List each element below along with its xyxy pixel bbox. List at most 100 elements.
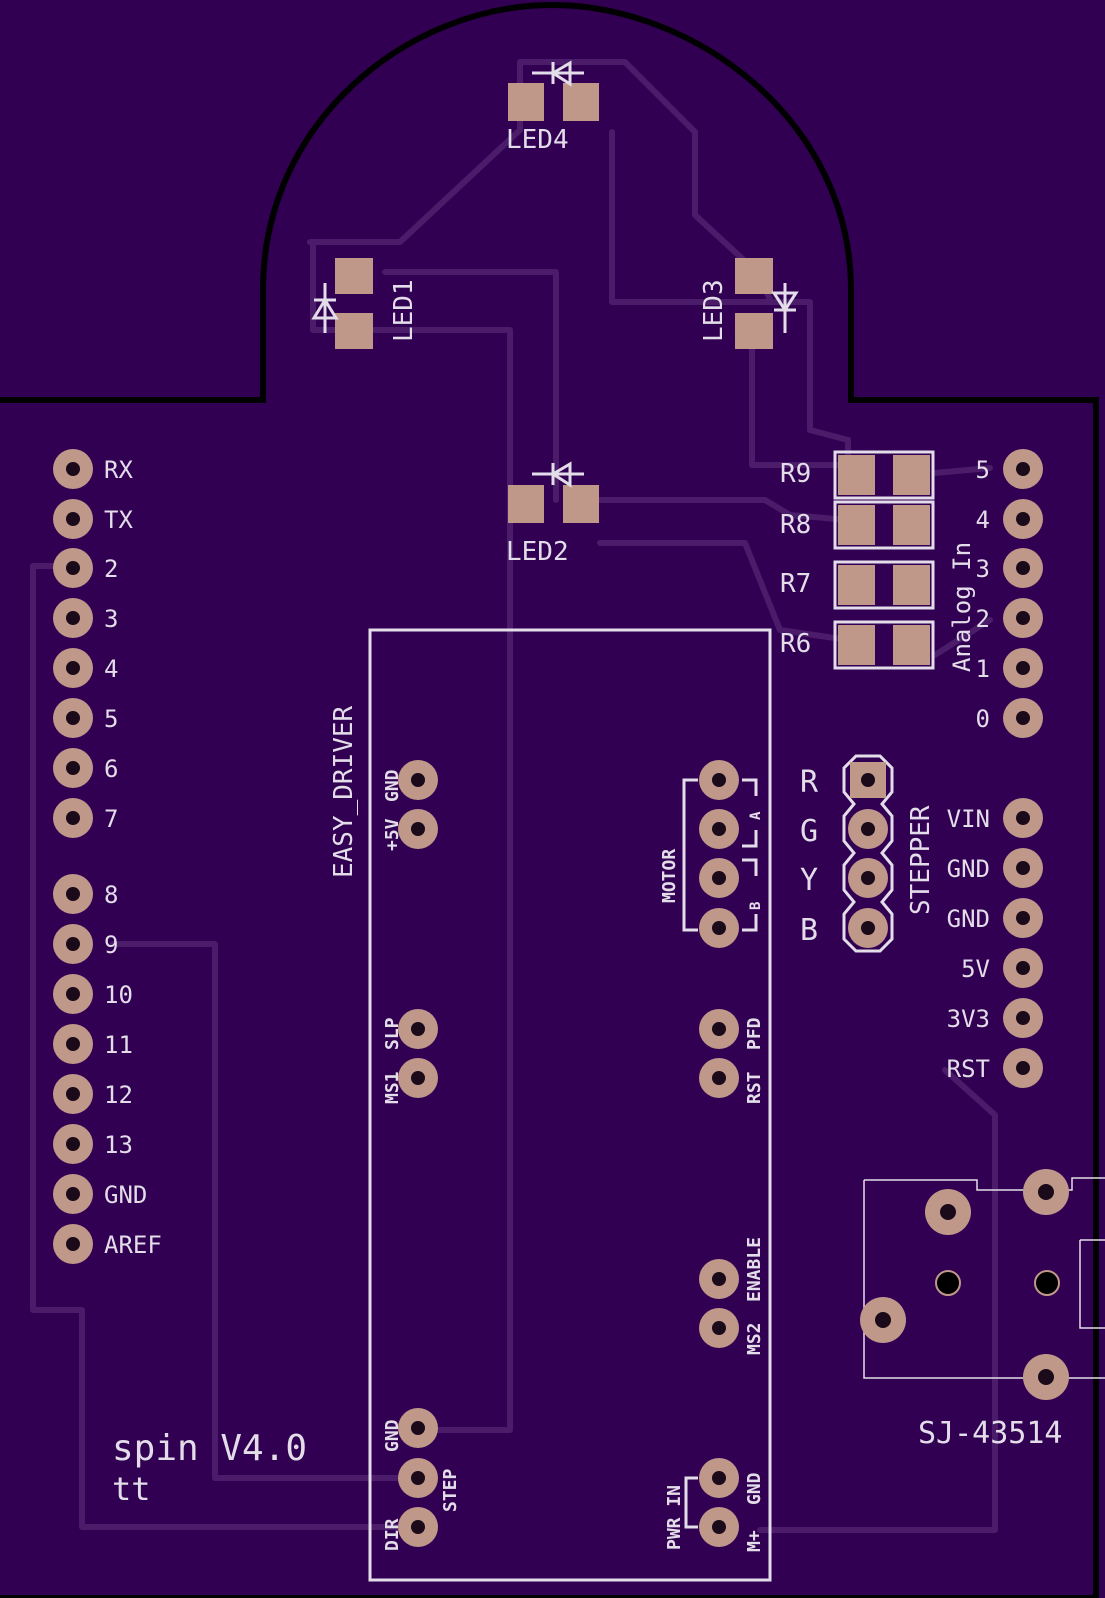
- jack-label: SJ-43514: [918, 1416, 1063, 1451]
- slp-label: SLP: [382, 1017, 403, 1050]
- digital-pin-1-label: TX: [104, 506, 133, 534]
- digital-pin-8-hole: [66, 887, 80, 901]
- resistor-r7: R7: [780, 560, 935, 610]
- board-author: tt: [112, 1470, 151, 1508]
- analog-pin-0-hole: [1016, 462, 1030, 476]
- dir-label: DIR: [382, 1518, 403, 1551]
- stepper-r-label: R: [800, 765, 819, 800]
- power-pin-1-hole: [1016, 861, 1030, 875]
- gnd-label: GND: [382, 769, 403, 802]
- digital-pin-10-label: 10: [104, 981, 133, 1009]
- dc-jack: SJ-43514: [860, 1169, 1105, 1451]
- digital-pin-14-hole: [66, 1187, 80, 1201]
- board-name: spin V4.0: [112, 1428, 307, 1469]
- digital-pin-3-hole: [66, 611, 80, 625]
- digital-pin-0-hole: [66, 462, 80, 476]
- power-pin-2-hole: [1016, 911, 1030, 925]
- copper-traces: [30, 59, 998, 1533]
- digital-pin-1-hole: [66, 512, 80, 526]
- digital-pin-5-hole: [66, 711, 80, 725]
- r7-label: R7: [780, 569, 811, 599]
- power-pin-4-label: 3V3: [947, 1005, 990, 1033]
- led3-label: LED3: [699, 279, 729, 342]
- led4-label: LED4: [506, 125, 569, 155]
- stepper-b-label: B: [800, 913, 818, 948]
- digital-pin-10-hole: [66, 987, 80, 1001]
- power-pin-1-label: GND: [947, 855, 990, 883]
- step-label: STEP: [440, 1468, 461, 1512]
- digital-pin-9-label: 9: [104, 931, 118, 959]
- analog-pin-2-label: 3: [976, 555, 990, 583]
- stepper-connector: R G Y B STEPPER: [800, 754, 936, 953]
- power-pin-5-label: RST: [947, 1055, 990, 1083]
- easy-driver-outline: [368, 628, 772, 1582]
- stepper-g-label: G: [800, 814, 818, 849]
- ms2-label: MS2: [744, 1322, 765, 1355]
- digital-pin-4-hole: [66, 661, 80, 675]
- analog-pin-5-hole: [1016, 711, 1030, 725]
- digital-pin-15-hole: [66, 1237, 80, 1251]
- rst-label: RST: [744, 1071, 765, 1104]
- resistor-r8: R8: [780, 500, 935, 550]
- digital-pin-12-hole: [66, 1087, 80, 1101]
- digital-pin-11-hole: [66, 1037, 80, 1051]
- power-pin-4-hole: [1016, 1011, 1030, 1025]
- easy-driver-module: EASY_DRIVER GND +5V SLP MS1 PFD RST ENAB…: [329, 628, 772, 1582]
- digital-pin-7-hole: [66, 811, 80, 825]
- power-pin-0-hole: [1016, 811, 1030, 825]
- pwr-in-label: PWR IN: [664, 1485, 685, 1550]
- digital-pin-2-hole: [66, 561, 80, 575]
- power-pin-5-hole: [1016, 1061, 1030, 1075]
- digital-pin-0-label: RX: [104, 456, 133, 484]
- led3: LED3: [699, 258, 799, 349]
- led2: LED2: [506, 461, 599, 567]
- pfd-label: PFD: [744, 1017, 765, 1050]
- digital-pin-12-label: 12: [104, 1081, 133, 1109]
- digital-pin-5-label: 5: [104, 705, 118, 733]
- power-pin-3-label: 5V: [961, 955, 990, 983]
- led4: LED4: [506, 60, 599, 155]
- gnd2-label: GND: [382, 1419, 403, 1452]
- digital-pin-7-label: 7: [104, 805, 118, 833]
- easy-driver-title: EASY_DRIVER: [329, 705, 359, 878]
- digital-pin-13-hole: [66, 1137, 80, 1151]
- r9-label: R9: [780, 459, 811, 489]
- led2-label: LED2: [506, 537, 569, 567]
- motor-label: MOTOR: [659, 849, 680, 903]
- gnd3-label: GND: [744, 1472, 765, 1505]
- digital-pin-6-hole: [66, 761, 80, 775]
- ms1-label: MS1: [382, 1071, 403, 1104]
- enable-label: ENABLE: [744, 1237, 765, 1302]
- led1: LED1: [311, 258, 419, 349]
- analog-pin-3-label: 2: [976, 605, 990, 633]
- digital-pin-13-label: 13: [104, 1131, 133, 1159]
- analog-pin-1-hole: [1016, 512, 1030, 526]
- digital-pin-4-label: 4: [104, 655, 118, 683]
- stepper-title: STEPPER: [906, 805, 936, 915]
- m-plus-label: M+: [744, 1530, 765, 1552]
- analog-pin-0-label: 5: [976, 456, 990, 484]
- power-pin-2-label: GND: [947, 905, 990, 933]
- digital-pin-11-label: 11: [104, 1031, 133, 1059]
- analog-in-label: Analog In: [948, 542, 976, 672]
- motor-b-label: B: [748, 902, 764, 910]
- r8-label: R8: [780, 510, 811, 540]
- analog-pin-5-label: 0: [976, 705, 990, 733]
- led1-label: LED1: [389, 279, 419, 342]
- analog-pin-4-hole: [1016, 661, 1030, 675]
- motor-a-label: A: [748, 811, 764, 820]
- power-pin-3-hole: [1016, 961, 1030, 975]
- digital-pin-9-hole: [66, 937, 80, 951]
- 5v-label: +5V: [382, 818, 403, 851]
- resistor-r6: R6: [780, 620, 935, 670]
- analog-pin-4-label: 1: [976, 655, 990, 683]
- digital-pin-6-label: 6: [104, 755, 118, 783]
- digital-pin-15-label: AREF: [104, 1231, 162, 1259]
- digital-pin-3-label: 3: [104, 605, 118, 633]
- digital-pin-2-label: 2: [104, 555, 118, 583]
